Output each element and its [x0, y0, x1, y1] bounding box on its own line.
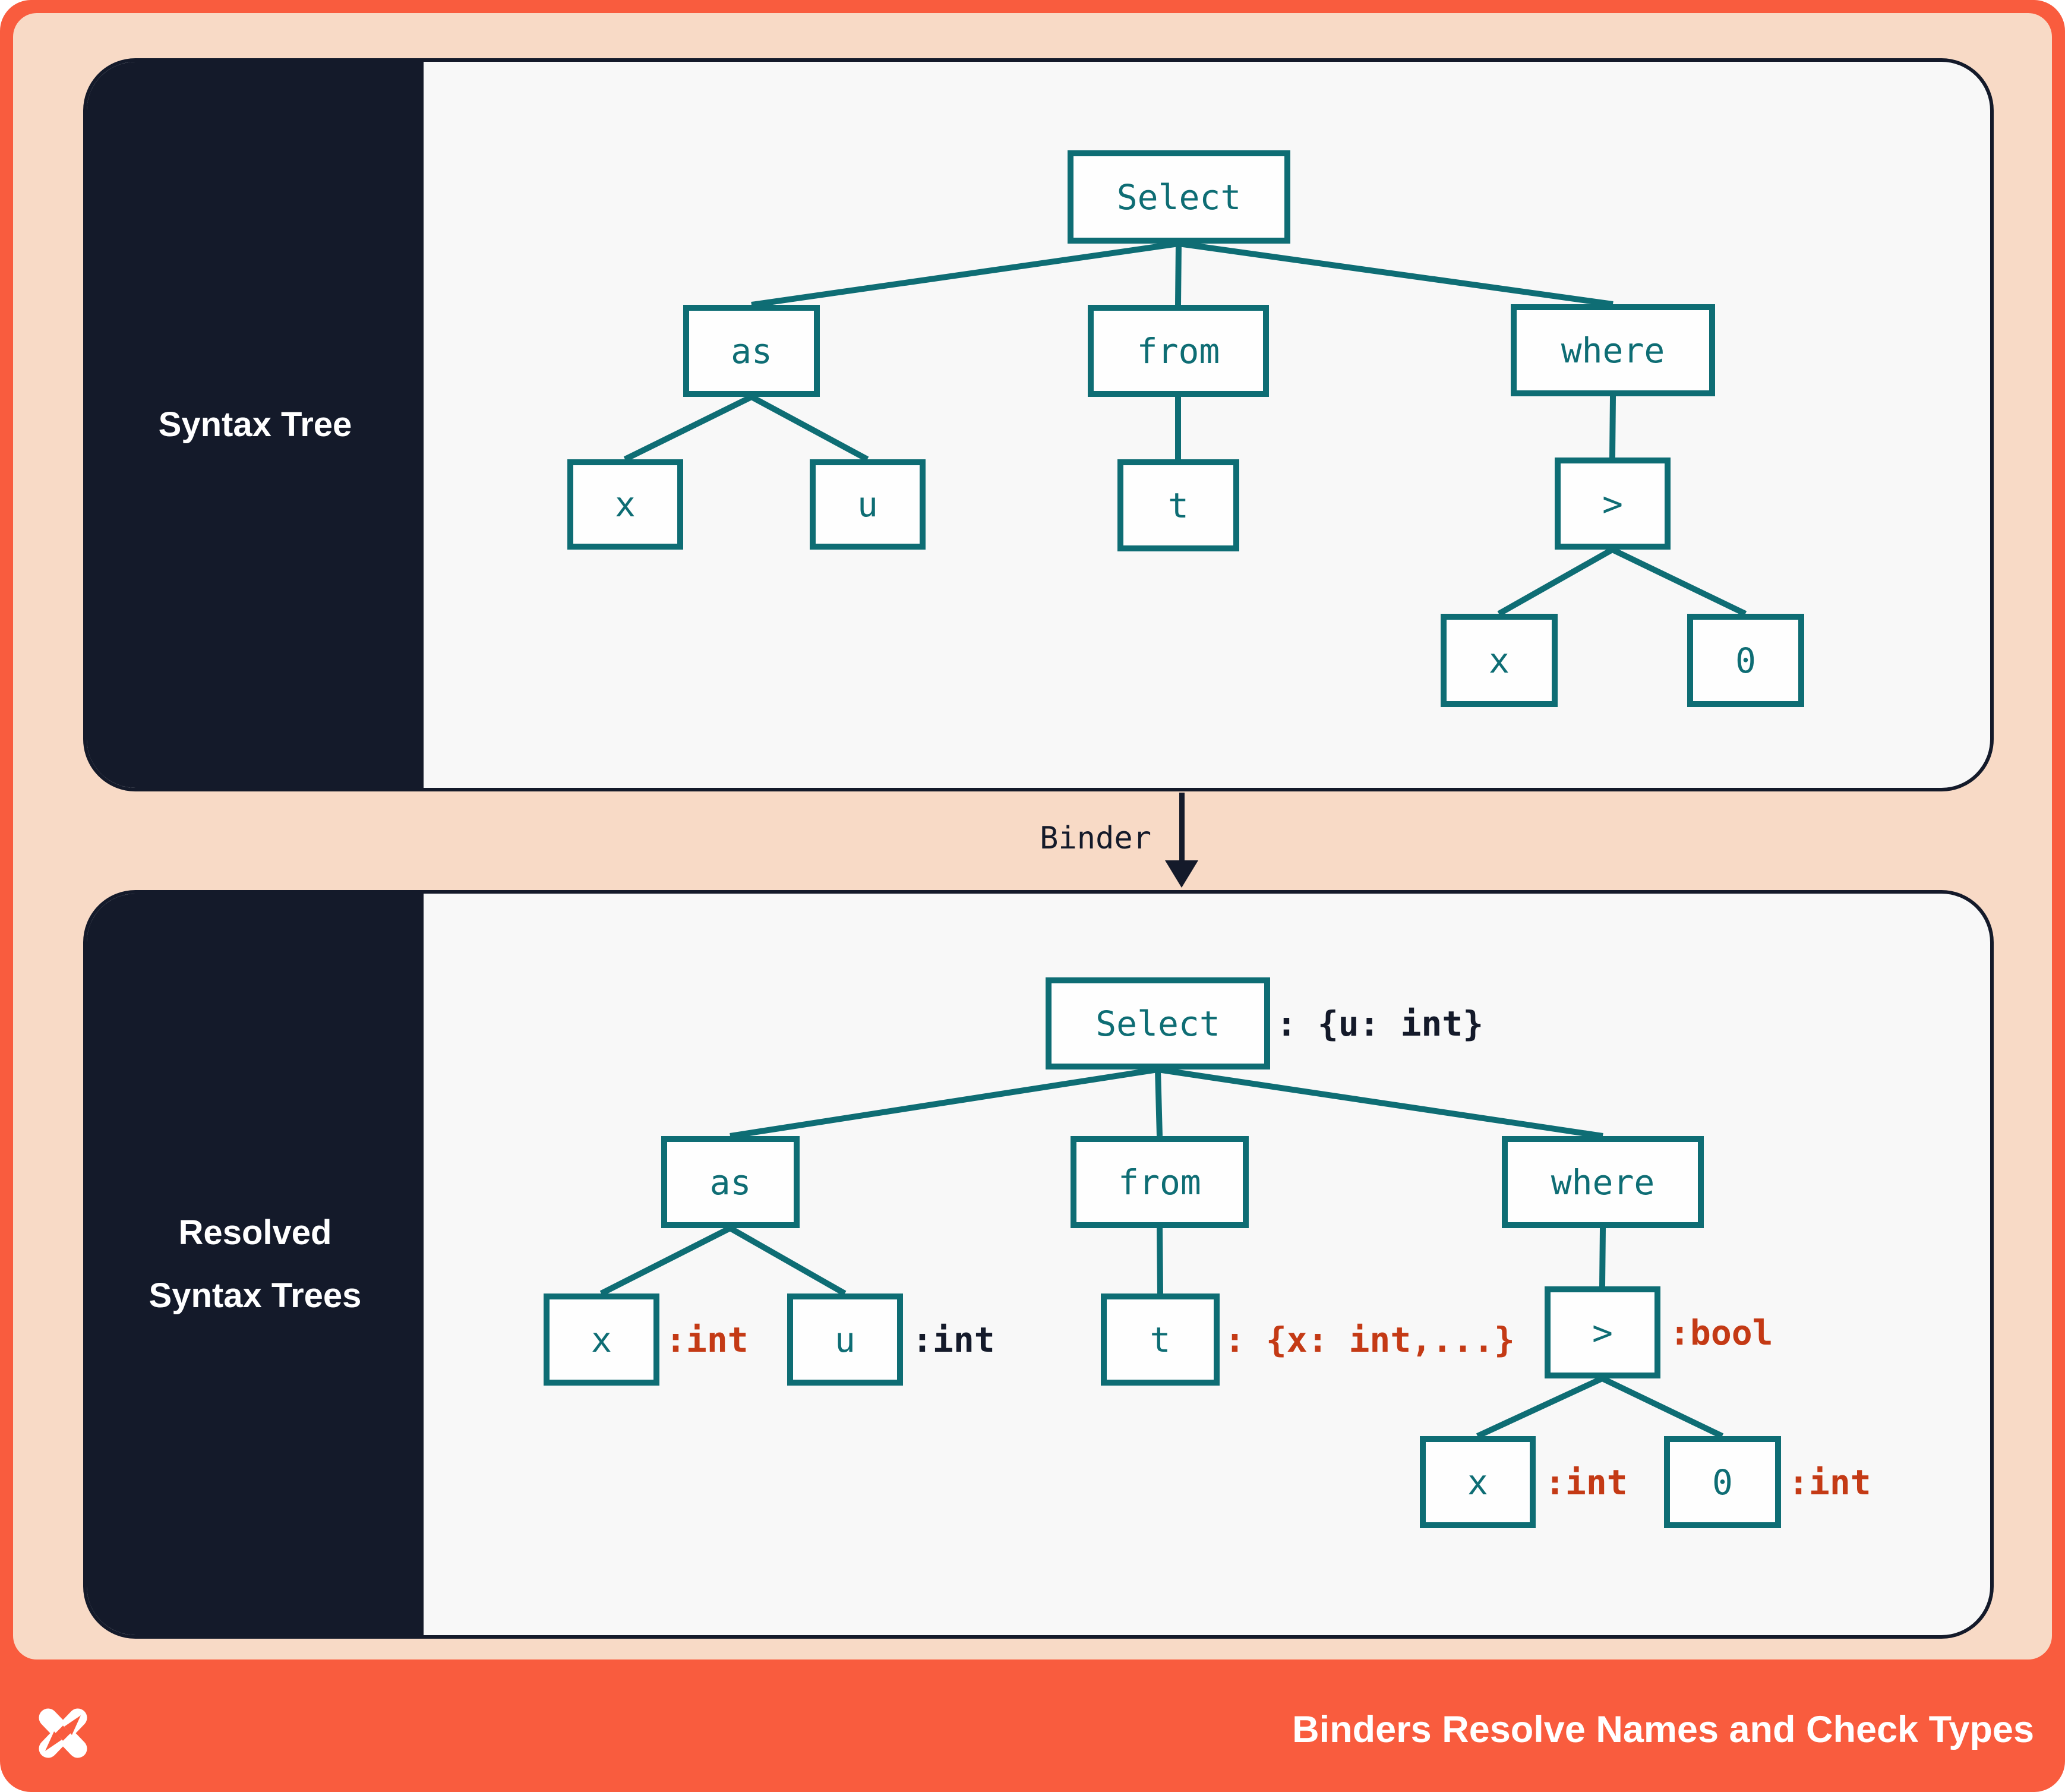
binder-arrow-line — [1179, 793, 1185, 862]
node-greater-than: > — [1545, 1286, 1660, 1378]
node-zero: 0 — [1664, 1436, 1781, 1528]
type-annotation-greater-than: :bool — [1669, 1312, 1773, 1353]
node-from: from — [1071, 1136, 1249, 1228]
syntax-tree-panel-title: Syntax Tree — [158, 405, 352, 444]
resolved-panel-title-line1: Resolved — [178, 1213, 332, 1252]
binder-label: Binder — [1040, 821, 1151, 856]
node-where: where — [1511, 304, 1715, 396]
x-pinwheel-logo-icon — [39, 1708, 87, 1758]
node-u: u — [787, 1293, 903, 1386]
node-from: from — [1088, 305, 1269, 397]
resolved-panel-title-line2: Syntax Trees — [149, 1276, 362, 1315]
type-annotation-x-right: :int — [1545, 1462, 1628, 1503]
syntax-tree-panel: Select as from where x u t > x 0 Syntax … — [83, 58, 1994, 791]
resolved-sidebar: Resolved Syntax Trees — [87, 894, 424, 1635]
node-as: as — [661, 1136, 800, 1228]
node-x-right: x — [1420, 1436, 1536, 1528]
type-annotation-select: : {u: int} — [1276, 1003, 1484, 1044]
type-annotation-zero: :int — [1788, 1462, 1871, 1503]
node-zero: 0 — [1687, 614, 1804, 707]
binder-arrow-head-icon — [1165, 860, 1198, 888]
node-select: Select — [1068, 150, 1290, 244]
node-greater-than: > — [1555, 458, 1671, 550]
node-where: where — [1502, 1136, 1704, 1228]
node-select: Select — [1046, 977, 1270, 1069]
node-as: as — [683, 305, 820, 397]
type-annotation-t: : {x: int,...} — [1224, 1319, 1515, 1360]
node-x-right: x — [1441, 614, 1558, 707]
node-u: u — [810, 459, 926, 550]
footer-title: Binders Resolve Names and Check Types — [1292, 1709, 2034, 1750]
node-t: t — [1101, 1293, 1220, 1386]
type-annotation-x: :int — [665, 1319, 749, 1360]
node-t: t — [1117, 459, 1239, 551]
node-x: x — [567, 459, 683, 550]
node-x: x — [544, 1293, 659, 1386]
resolved-syntax-trees-panel: Select : {u: int} as from where x :int u… — [83, 890, 1994, 1639]
syntax-tree-sidebar: Syntax Tree — [87, 62, 424, 788]
type-annotation-u: :int — [912, 1319, 995, 1360]
